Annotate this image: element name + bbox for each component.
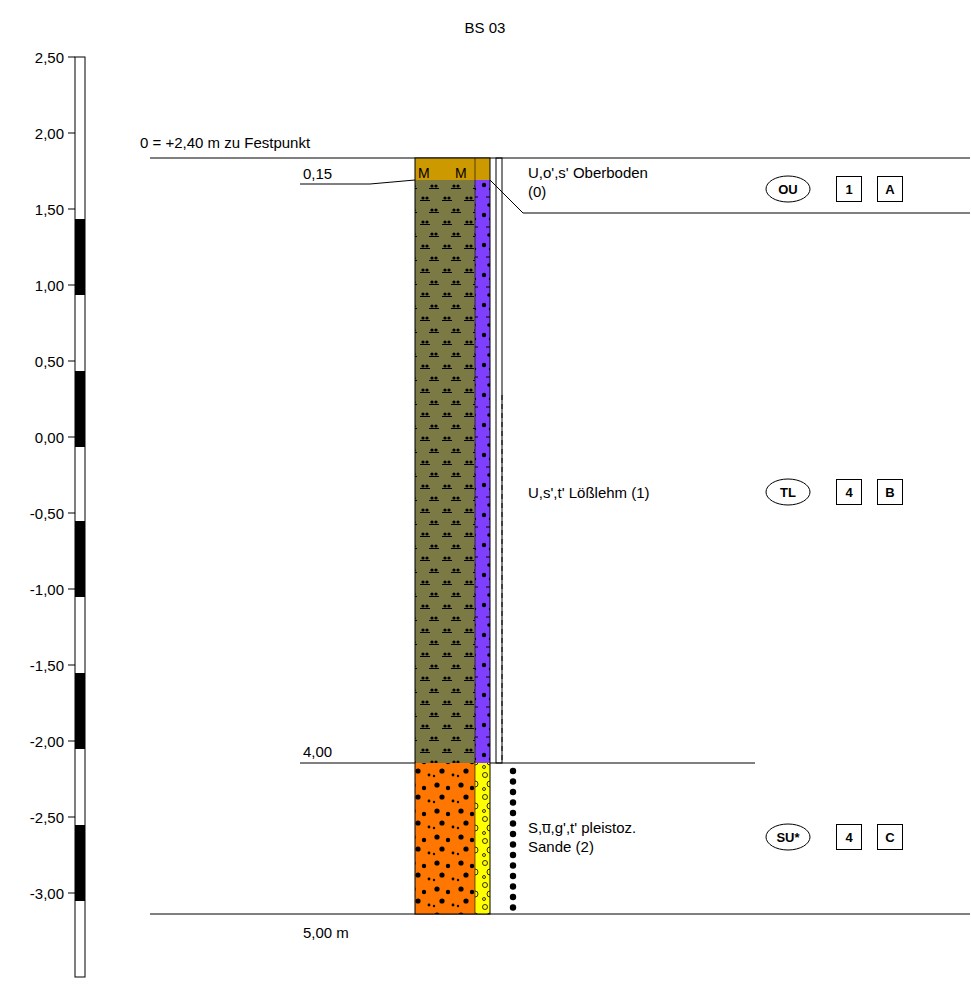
depth-label: 0,15 <box>303 164 332 183</box>
depth-label: 4,00 <box>303 742 332 761</box>
node-text: 1 <box>845 182 852 197</box>
node-text: TL <box>780 485 796 500</box>
scale-value: -2,00 <box>30 732 64 751</box>
homogeneous-area-box: C <box>877 824 903 850</box>
scale-value: -2,50 <box>30 808 64 827</box>
soil-group-ellipse: TL <box>765 478 811 506</box>
soil-class-box: 4 <box>836 824 862 850</box>
scale-value: 0,00 <box>35 428 64 447</box>
soil-class-box: 1 <box>836 176 862 202</box>
soil-class-box: 4 <box>836 479 862 505</box>
soil-group-ellipse: OU <box>765 175 811 203</box>
homogeneous-area-box: A <box>877 176 903 202</box>
node-text: C <box>885 830 894 845</box>
layer-description: U,s',t' Lößlehm (1) <box>528 483 650 502</box>
svg-text:M: M <box>455 165 467 181</box>
borehole-title: BS 03 <box>465 19 506 36</box>
node-text: SU* <box>776 830 799 845</box>
node-text: OU <box>778 182 798 197</box>
scale-value: -3,00 <box>30 884 64 903</box>
scale-value: 0,50 <box>35 352 64 371</box>
scale-value: 1,50 <box>35 200 64 219</box>
node-text: 4 <box>845 830 852 845</box>
soil-group-ellipse: SU* <box>765 823 811 851</box>
node-text: A <box>885 182 894 197</box>
svg-text:M: M <box>418 165 430 181</box>
scale-value: -1,50 <box>30 656 64 675</box>
scale-value: 2,50 <box>35 48 64 67</box>
scale-value: 1,00 <box>35 276 64 295</box>
homogeneous-area-box: B <box>877 479 903 505</box>
scale-value: 2,00 <box>35 124 64 143</box>
node-text: B <box>885 485 894 500</box>
reference-note: 0 = +2,40 m zu Festpunkt <box>140 133 310 152</box>
layer-description: U,o',s' Oberboden (0) <box>528 163 668 201</box>
scale-value: -1,00 <box>30 580 64 599</box>
layer-description: S,u̅,g',t' pleistoz. Sande (2) <box>528 818 678 856</box>
depth-label: 5,00 m <box>303 923 349 942</box>
node-text: 4 <box>845 485 852 500</box>
scale-value: -0,50 <box>30 504 64 523</box>
